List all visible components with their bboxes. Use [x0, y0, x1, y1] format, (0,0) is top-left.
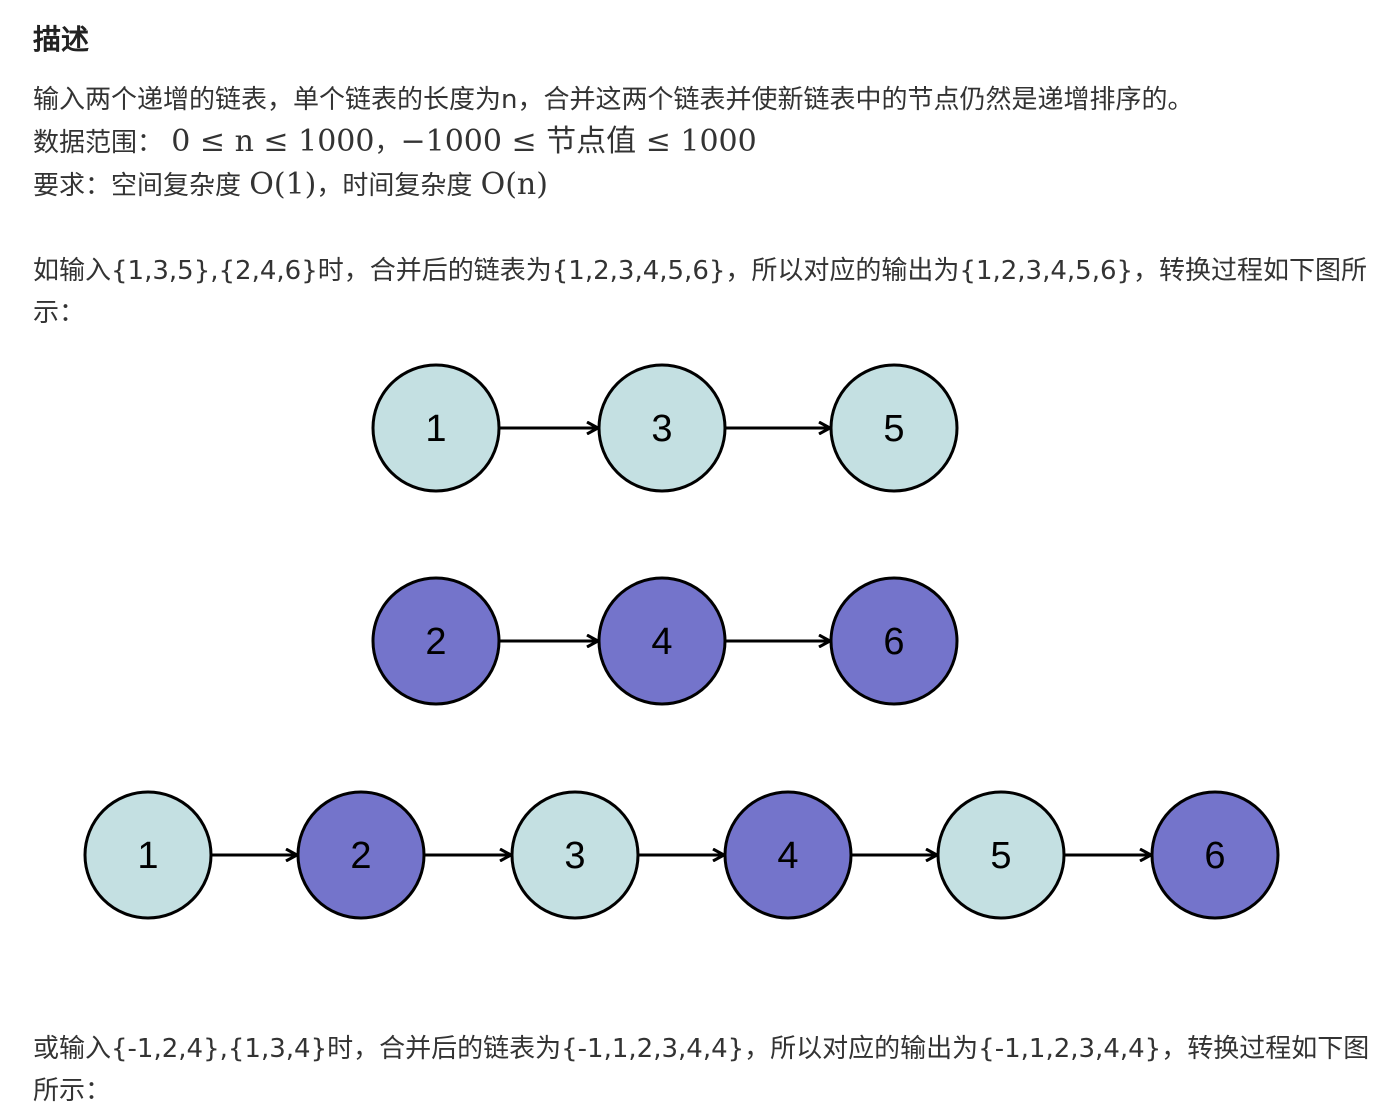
requirement-mid: ，时间复杂度	[316, 171, 481, 201]
list-b-node-6	[829, 576, 959, 706]
data-range-line: 数据范围： 0 ≤ n ≤ 1000，−1000 ≤ 节点值 ≤ 1000	[33, 124, 757, 161]
example2-text-line1: 或输入{-1,2,4},{1,3,4}时，合并后的链表为{-1,1,2,3,4,…	[33, 1034, 1370, 1064]
list-b-node-label-4: 4	[651, 621, 672, 663]
list-a-node-label-1: 1	[425, 408, 446, 450]
list-b-node-label-6: 6	[883, 621, 904, 663]
merged-node-6	[1150, 790, 1280, 920]
list-b-node-label-2: 2	[425, 621, 446, 663]
list-b-row: 2 4 6	[371, 576, 959, 706]
requirement-line: 要求：空间复杂度 O(1)，时间复杂度 O(n)	[33, 167, 548, 204]
merged-node-label-5: 5	[990, 835, 1011, 877]
merged-node-label-6: 6	[1204, 835, 1225, 877]
example1-text-line2: 示：	[33, 298, 86, 328]
data-range-separator: ，	[374, 128, 401, 158]
merged-node-label-1: 1	[137, 835, 158, 877]
list-a-node-label-5: 5	[883, 408, 904, 450]
data-range-math-2: −1000 ≤ 节点值 ≤ 1000	[400, 124, 757, 159]
description-text: 输入两个递增的链表，单个链表的长度为n，合并这两个链表并使新链表中的节点仍然是递…	[33, 85, 1194, 115]
data-range-label: 数据范围：	[33, 128, 164, 158]
requirement-label: 要求：空间复杂度	[33, 171, 250, 201]
example1-text-line1: 如输入{1,3,5},{2,4,6}时，合并后的链表为{1,2,3,4,5,6}…	[33, 256, 1368, 286]
list-a-node-label-3: 3	[651, 408, 672, 450]
merged-node-label-2: 2	[350, 835, 371, 877]
merged-list-row: 1 2 3 4 5 6	[83, 790, 1280, 920]
time-complexity: O(n)	[480, 167, 548, 202]
data-range-math: 0 ≤ n ≤ 1000	[171, 124, 375, 159]
example2-text-line2: 所示：	[33, 1076, 112, 1106]
merged-node-label-4: 4	[777, 835, 798, 877]
section-heading: 描述	[33, 23, 90, 56]
list-a-node-5	[829, 363, 959, 493]
merged-node-label-3: 3	[564, 835, 585, 877]
list-a-row: 1 3 5	[371, 363, 959, 493]
merge-diagram: 1 3 5 2 4 6 1 2 3 4 5 6	[83, 363, 1280, 920]
space-complexity: O(1)	[249, 167, 317, 202]
